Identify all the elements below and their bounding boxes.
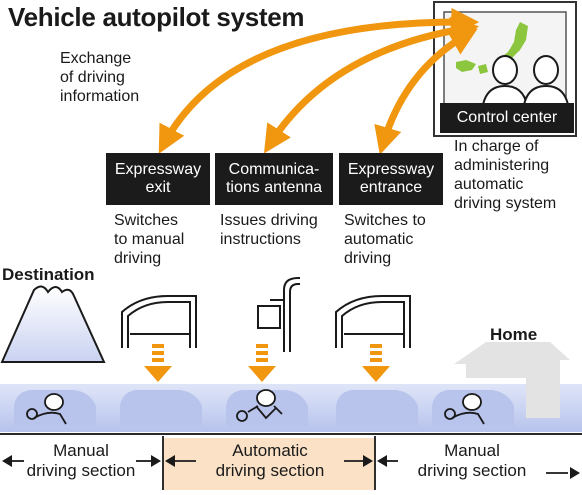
expressway-exit-gate bbox=[121, 295, 197, 348]
destination-label: Destination bbox=[2, 265, 95, 284]
car-3 bbox=[226, 389, 308, 426]
automatic-zone bbox=[163, 438, 375, 490]
communications-antenna-icon bbox=[257, 277, 300, 352]
car-5 bbox=[432, 390, 514, 426]
car-1 bbox=[14, 390, 96, 426]
expressway-entrance-label: Expressway entrance bbox=[339, 153, 443, 205]
section-arrows bbox=[2, 436, 580, 490]
car-2 bbox=[120, 390, 202, 426]
manual-section-right-label: Manual driving section bbox=[417, 441, 527, 480]
signal-arrows bbox=[144, 344, 390, 382]
control-center-label: Control center bbox=[440, 103, 574, 133]
manual-section-left-label: Manual driving section bbox=[26, 441, 136, 480]
mountain-icon bbox=[0, 285, 106, 363]
exchange-label: Exchange of driving information bbox=[60, 50, 140, 105]
communications-antenna-description: Issues driving instructions bbox=[220, 212, 318, 248]
expressway-entrance-gate bbox=[335, 295, 411, 348]
control-center-description: In charge of administering automatic dri… bbox=[454, 138, 557, 212]
expressway-exit-label: Expressway exit bbox=[106, 153, 210, 205]
expressway-exit-description: Switches to manual driving bbox=[114, 212, 185, 267]
home-label: Home bbox=[490, 325, 538, 344]
automatic-section-label: Automatic driving section bbox=[215, 441, 325, 480]
exchange-arrows bbox=[158, 7, 480, 155]
car-4 bbox=[336, 390, 418, 426]
expressway-entrance-description: Switches to automatic driving bbox=[344, 212, 426, 267]
house-icon bbox=[454, 342, 570, 418]
communications-antenna-label: Communica- tions antenna bbox=[215, 153, 333, 205]
diagram-title: Vehicle autopilot system bbox=[8, 2, 305, 32]
